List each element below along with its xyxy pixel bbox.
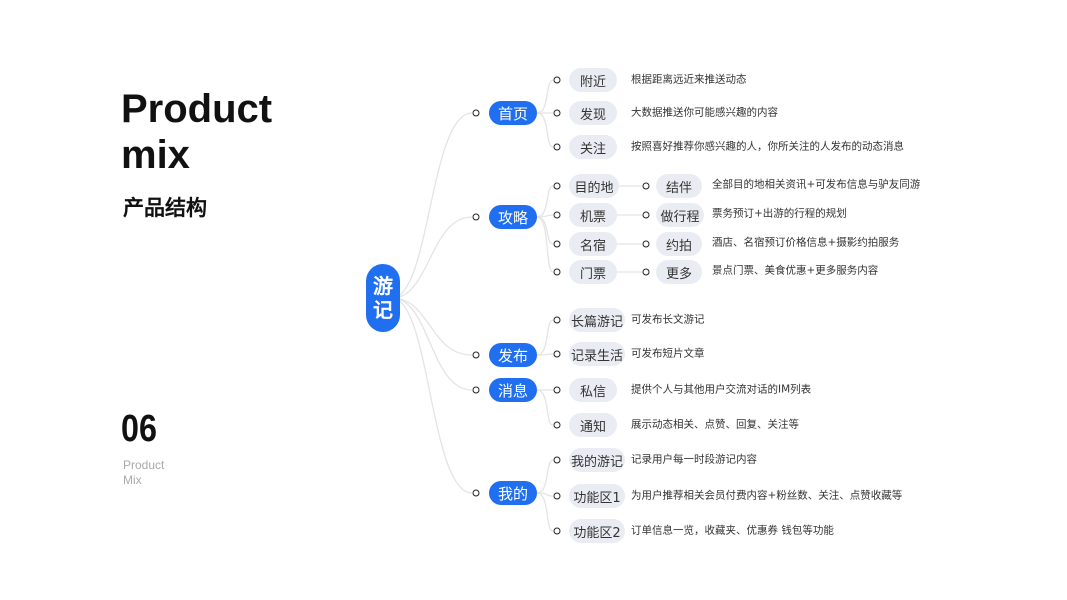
connector-line bbox=[536, 389, 554, 426]
node-connector-dot bbox=[642, 268, 650, 276]
sub-node[interactable]: 私信 bbox=[569, 378, 617, 402]
sub-node[interactable]: 记录生活 bbox=[569, 342, 625, 366]
title-line-2: mix bbox=[121, 133, 190, 177]
node-connector-dot bbox=[553, 527, 561, 535]
node-description: 可发布长文游记 bbox=[631, 313, 705, 326]
branch-node-0[interactable]: 首页 bbox=[489, 101, 537, 125]
connector-line bbox=[536, 459, 554, 494]
section-label: Product Mix bbox=[123, 458, 183, 488]
section-label-line-2: Mix bbox=[123, 473, 142, 487]
leaf-node[interactable]: 做行程 bbox=[656, 203, 704, 227]
connector-line bbox=[391, 216, 473, 299]
node-connector-dot bbox=[553, 143, 561, 151]
sub-node[interactable]: 功能区1 bbox=[569, 484, 625, 508]
connector-line bbox=[536, 112, 554, 148]
sub-node[interactable]: 门票 bbox=[569, 260, 617, 284]
sub-node[interactable]: 通知 bbox=[569, 413, 617, 437]
node-description: 按照喜好推荐你感兴趣的人，你所关注的人发布的动态消息 bbox=[631, 140, 904, 153]
section-label-line-1: Product bbox=[123, 458, 165, 472]
sub-node[interactable]: 发现 bbox=[569, 101, 617, 125]
root-node[interactable]: 游 记 bbox=[366, 264, 400, 332]
node-connector-dot bbox=[553, 109, 561, 117]
node-description: 景点门票、美食优惠+更多服务内容 bbox=[712, 264, 879, 277]
node-description: 提供个人与其他用户交流对话的IM列表 bbox=[631, 383, 812, 396]
node-description: 大数据推送你可能感兴趣的内容 bbox=[631, 106, 778, 119]
leaf-node[interactable]: 更多 bbox=[656, 260, 702, 284]
node-connector-dot bbox=[553, 492, 561, 500]
root-char-2: 记 bbox=[373, 298, 393, 322]
node-connector-dot bbox=[472, 386, 480, 394]
node-connector-dot bbox=[553, 76, 561, 84]
node-connector-dot bbox=[553, 350, 561, 358]
node-description: 根据距离远近来推送动态 bbox=[631, 73, 747, 86]
node-connector-dot bbox=[553, 182, 561, 190]
root-char-1: 游 bbox=[373, 274, 393, 298]
node-description: 订单信息一览，收藏夹、优惠券 钱包等功能 bbox=[631, 524, 834, 537]
node-connector-dot bbox=[553, 421, 561, 429]
sub-node[interactable]: 我的游记 bbox=[569, 448, 625, 472]
node-connector-dot bbox=[642, 240, 650, 248]
node-connector-dot bbox=[472, 489, 480, 497]
node-connector-dot bbox=[472, 213, 480, 221]
node-description: 为用户推荐相关会员付费内容+粉丝数、关注、点赞收藏等 bbox=[631, 489, 903, 502]
section-number: 06 bbox=[121, 408, 157, 450]
node-connector-dot bbox=[553, 316, 561, 324]
node-description: 可发布短片文章 bbox=[631, 347, 705, 360]
sub-node[interactable]: 机票 bbox=[569, 203, 617, 227]
branch-node-2[interactable]: 发布 bbox=[489, 343, 537, 367]
title-line-1: Product bbox=[121, 87, 273, 131]
connector-line bbox=[391, 112, 473, 299]
page-subtitle: 产品结构 bbox=[123, 196, 207, 220]
connector-line bbox=[391, 297, 473, 356]
node-connector-dot bbox=[472, 109, 480, 117]
sub-node[interactable]: 关注 bbox=[569, 135, 617, 159]
connector-line bbox=[391, 297, 473, 391]
sub-node[interactable]: 附近 bbox=[569, 68, 617, 92]
node-description: 酒店、名宿预订价格信息+摄影约拍服务 bbox=[712, 236, 900, 249]
connector-line bbox=[536, 319, 554, 356]
connector-line bbox=[536, 492, 554, 532]
node-connector-dot bbox=[553, 386, 561, 394]
node-description: 票务预订+出游的行程的规划 bbox=[712, 207, 847, 220]
node-description: 展示动态相关、点赞、回复、关注等 bbox=[631, 418, 799, 431]
node-connector-dot bbox=[553, 240, 561, 248]
branch-node-1[interactable]: 攻略 bbox=[489, 205, 537, 229]
sub-node[interactable]: 名宿 bbox=[569, 232, 617, 256]
sub-node[interactable]: 目的地 bbox=[569, 174, 619, 198]
connector-line bbox=[391, 297, 473, 494]
connector-line bbox=[536, 79, 554, 114]
node-connector-dot bbox=[642, 182, 650, 190]
node-connector-dot bbox=[553, 268, 561, 276]
node-description: 记录用户每一时段游记内容 bbox=[631, 453, 757, 466]
sub-node[interactable]: 长篇游记 bbox=[569, 308, 625, 332]
page-title: Product mix bbox=[121, 86, 272, 178]
leaf-node[interactable]: 约拍 bbox=[656, 232, 702, 256]
leaf-node[interactable]: 结伴 bbox=[656, 174, 702, 198]
node-connector-dot bbox=[642, 211, 650, 219]
node-description: 全部目的地相关资讯+可发布信息与驴友同游 bbox=[712, 178, 921, 191]
node-connector-dot bbox=[553, 456, 561, 464]
sub-node[interactable]: 功能区2 bbox=[569, 519, 625, 543]
branch-node-3[interactable]: 消息 bbox=[489, 378, 537, 402]
branch-node-4[interactable]: 我的 bbox=[489, 481, 537, 505]
connector-line bbox=[536, 216, 554, 273]
node-connector-dot bbox=[472, 351, 480, 359]
connector-line bbox=[536, 185, 554, 218]
connector-line bbox=[536, 353, 554, 356]
node-connector-dot bbox=[553, 211, 561, 219]
